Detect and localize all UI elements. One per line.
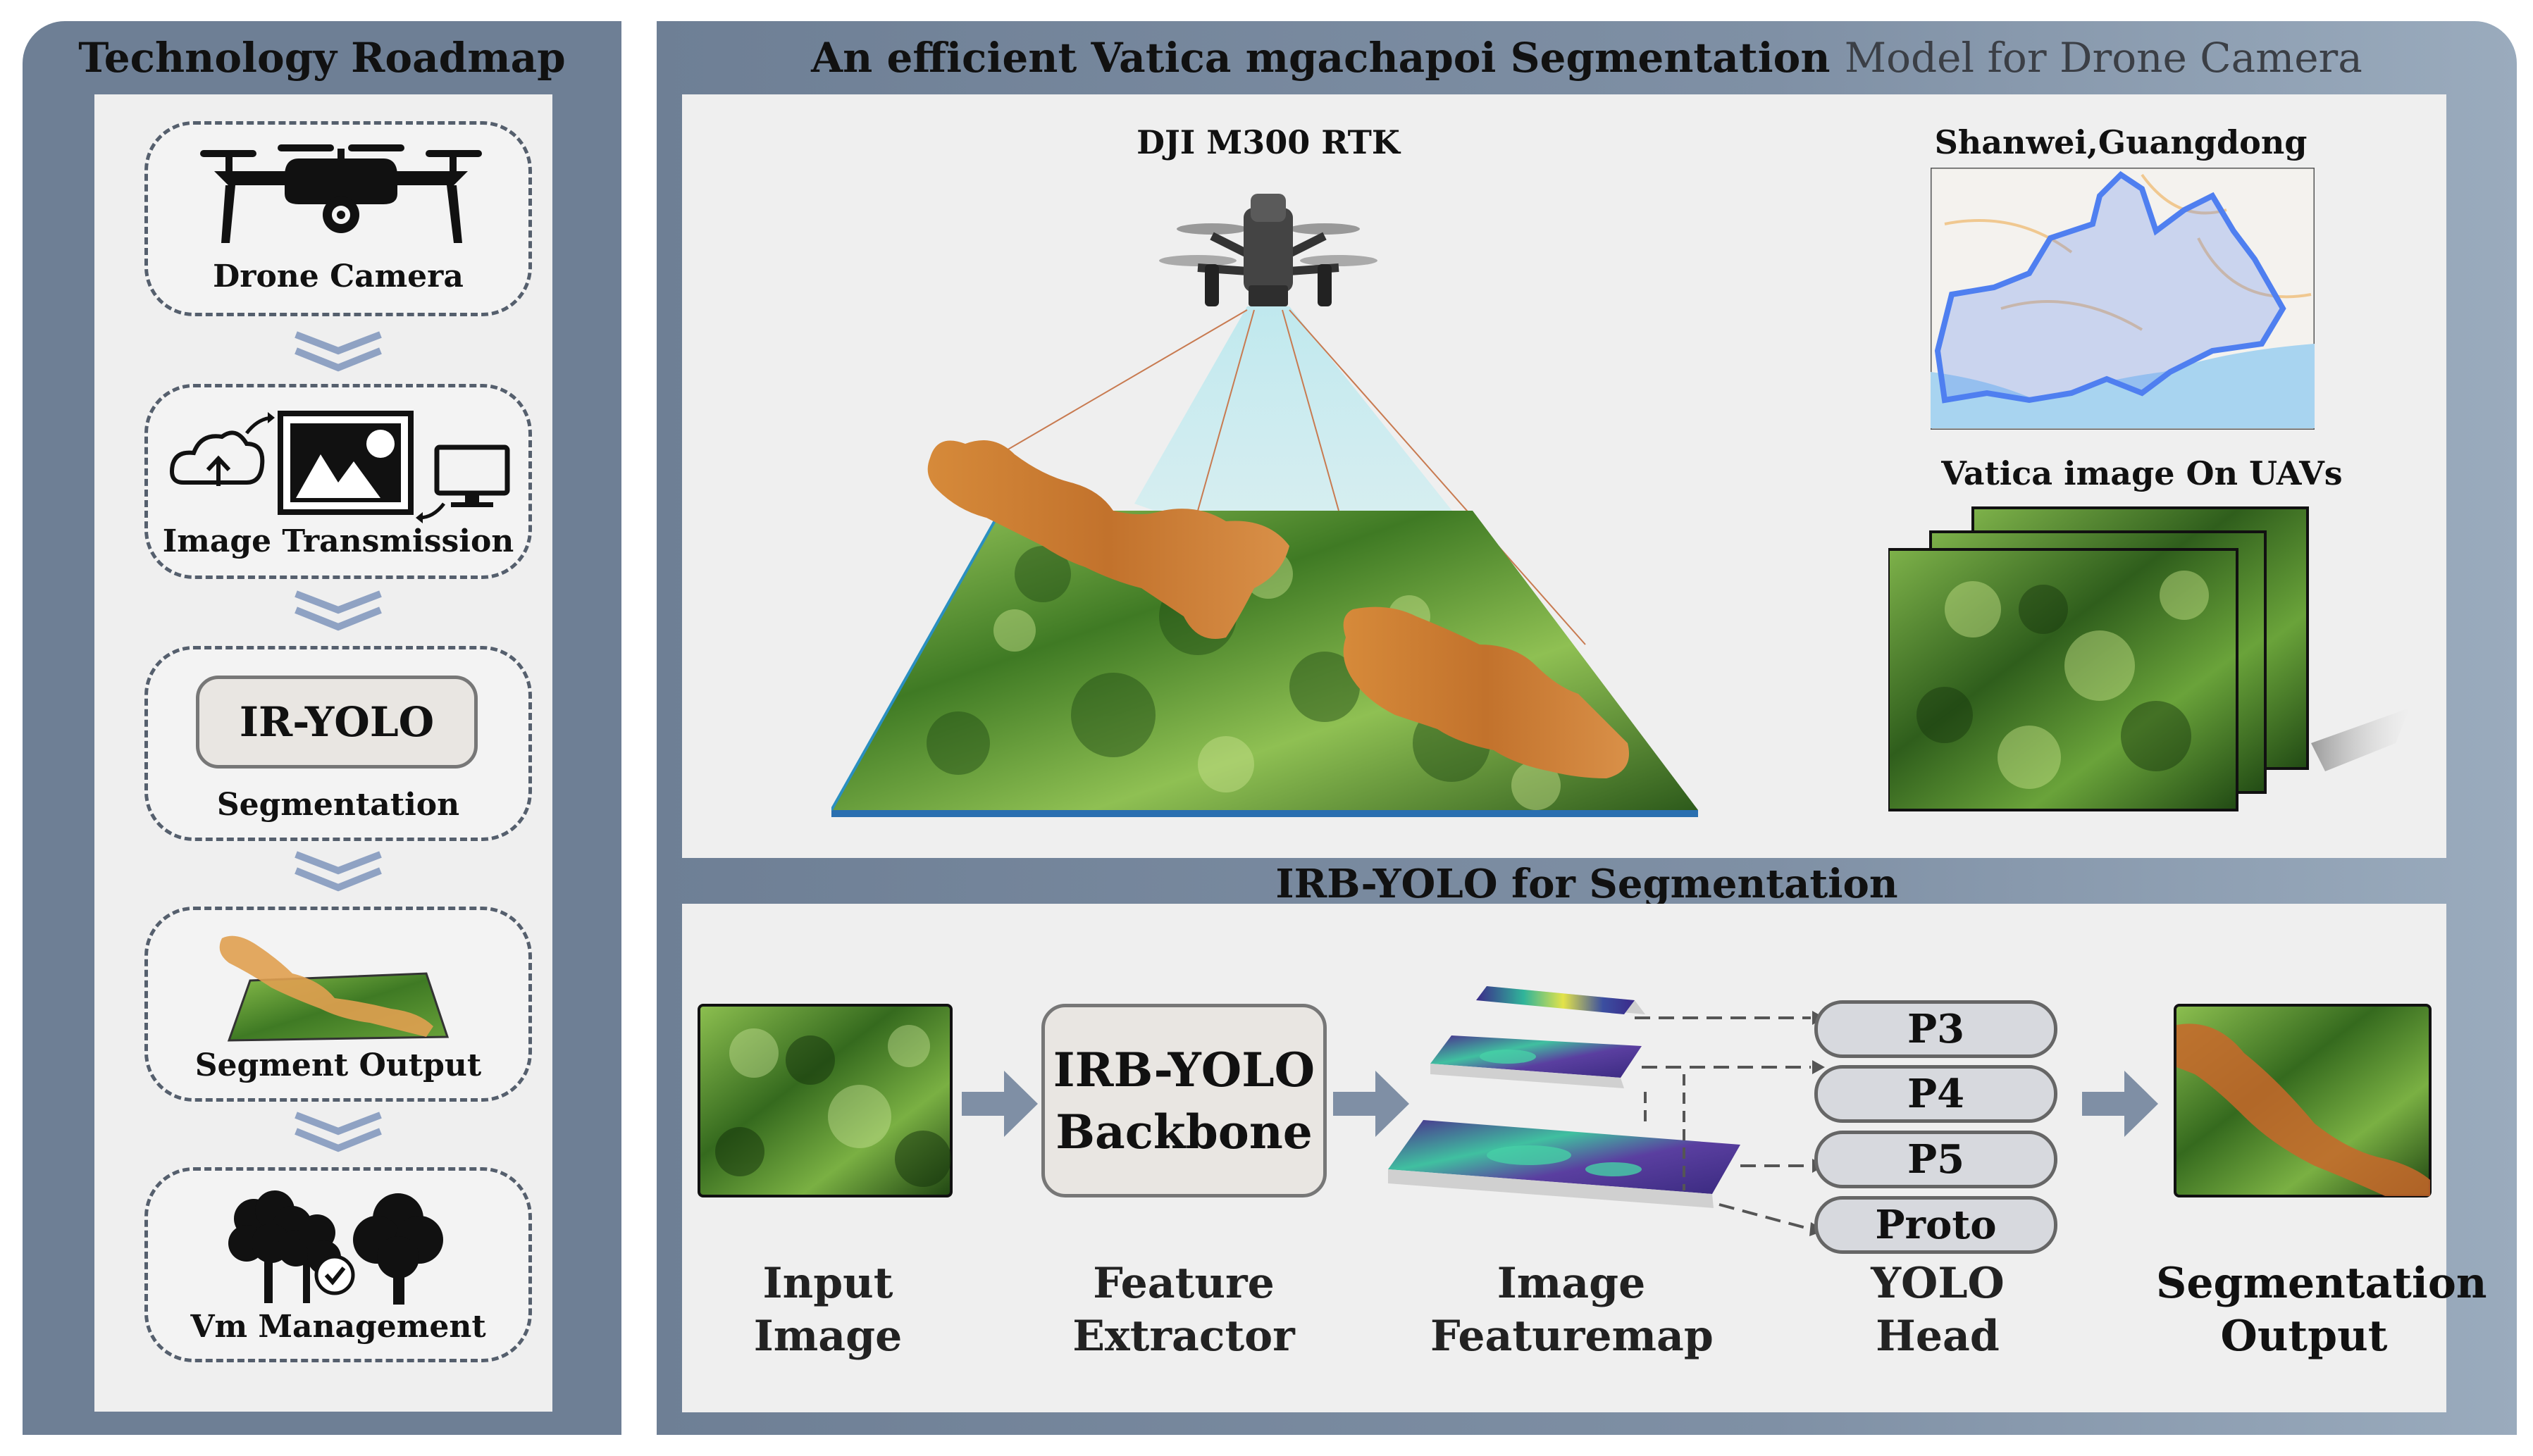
feature-map-stack bbox=[1388, 986, 1825, 1236]
drone-icon bbox=[200, 144, 482, 243]
chevron-down-icon bbox=[295, 851, 382, 892]
step-drone-camera: Drone Camera bbox=[144, 121, 532, 316]
backbone-box: IRB-YOLO Backbone bbox=[1041, 1004, 1327, 1197]
uav-images-label: Vatica image On UAVs bbox=[1941, 454, 2343, 492]
chevron-down-icon bbox=[295, 590, 382, 631]
uav-image-stack bbox=[1888, 506, 2410, 811]
main-title-dark: An efficient Vatica mgachapoi Segmentati… bbox=[811, 34, 1831, 82]
step-label: Vm Management bbox=[190, 1309, 486, 1345]
step-label: Image Transmission bbox=[162, 523, 514, 559]
segmentation-title: IRB-YOLO for Segmentation bbox=[1275, 861, 1898, 907]
step-label: Segment Output bbox=[194, 1047, 482, 1083]
input-image bbox=[698, 1004, 953, 1197]
main-title-light: Model for Drone Camera bbox=[1844, 34, 2362, 82]
step-label: Drone Camera bbox=[213, 259, 464, 294]
drone-label: DJI M300 RTK bbox=[1137, 123, 1400, 161]
segmentation-output-image bbox=[2174, 1004, 2432, 1197]
head-proto: Proto bbox=[1814, 1196, 2057, 1254]
caption-feature-extractor: Feature Extractor bbox=[1072, 1259, 1295, 1361]
ir-yolo-box: IR-YOLO bbox=[196, 676, 478, 769]
caption-image-featuremap: Image Featuremap bbox=[1430, 1259, 1714, 1361]
backbone-line2: Backbone bbox=[1055, 1104, 1313, 1159]
backbone-line1: IRB-YOLO bbox=[1053, 1042, 1315, 1097]
image-transmission-icon bbox=[170, 411, 510, 523]
map-label: Shanwei,Guangdong bbox=[1934, 123, 2308, 161]
chevron-down-icon bbox=[295, 1112, 382, 1152]
step-segmentation: IR-YOLO Segmentation bbox=[144, 646, 532, 841]
step-label: Segmentation bbox=[216, 787, 460, 823]
roadmap-title: Technology Roadmap bbox=[78, 34, 566, 82]
step-vm-management: Vm Management bbox=[144, 1167, 532, 1362]
arrow-right-icon bbox=[1333, 1071, 1409, 1137]
arrow-right-icon bbox=[962, 1071, 1038, 1137]
drone-scene bbox=[831, 194, 1698, 817]
step-image-transmission: Image Transmission bbox=[144, 384, 532, 579]
caption-segmentation-output: Segmentation Output bbox=[2156, 1259, 2487, 1361]
arrow-right-icon bbox=[2082, 1071, 2158, 1137]
segment-output-icon bbox=[219, 935, 450, 1042]
dji-drone-icon bbox=[1159, 194, 1377, 306]
head-p5: P5 bbox=[1814, 1131, 2057, 1188]
shanwei-map bbox=[1931, 168, 2315, 430]
caption-input-image: Input Image bbox=[753, 1259, 903, 1361]
main-title: An efficient Vatica mgachapoi Segmentati… bbox=[657, 34, 2517, 82]
step-segment-output: Segment Output bbox=[144, 907, 532, 1102]
chevron-down-icon bbox=[295, 331, 382, 372]
head-p3: P3 bbox=[1814, 1000, 2057, 1058]
head-p4: P4 bbox=[1814, 1065, 2057, 1123]
caption-yolo-head: YOLO Head bbox=[1871, 1259, 2005, 1361]
trees-icon bbox=[228, 1190, 443, 1305]
